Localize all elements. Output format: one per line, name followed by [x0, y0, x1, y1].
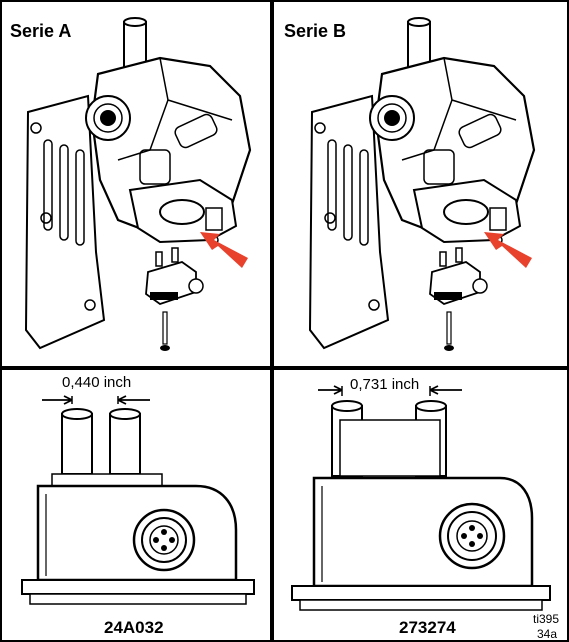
- figure-ref-line2: 34a: [537, 627, 558, 641]
- figure-ref-line1: ti395: [533, 612, 560, 626]
- module-273274-illustration: [291, 385, 551, 611]
- serie-a-illustration: [24, 16, 252, 353]
- module-24a032-illustration: [20, 395, 256, 606]
- dimension-label-b: 0,731 inch: [350, 376, 420, 393]
- serie-a-label: Serie A: [10, 21, 72, 41]
- part-number-b: 273274: [399, 618, 456, 637]
- serie-b-label: Serie B: [284, 21, 347, 41]
- part-number-a: 24A032: [104, 618, 164, 637]
- serie-b-illustration: [308, 16, 536, 353]
- dimension-label-a: 0,440 inch: [62, 374, 132, 391]
